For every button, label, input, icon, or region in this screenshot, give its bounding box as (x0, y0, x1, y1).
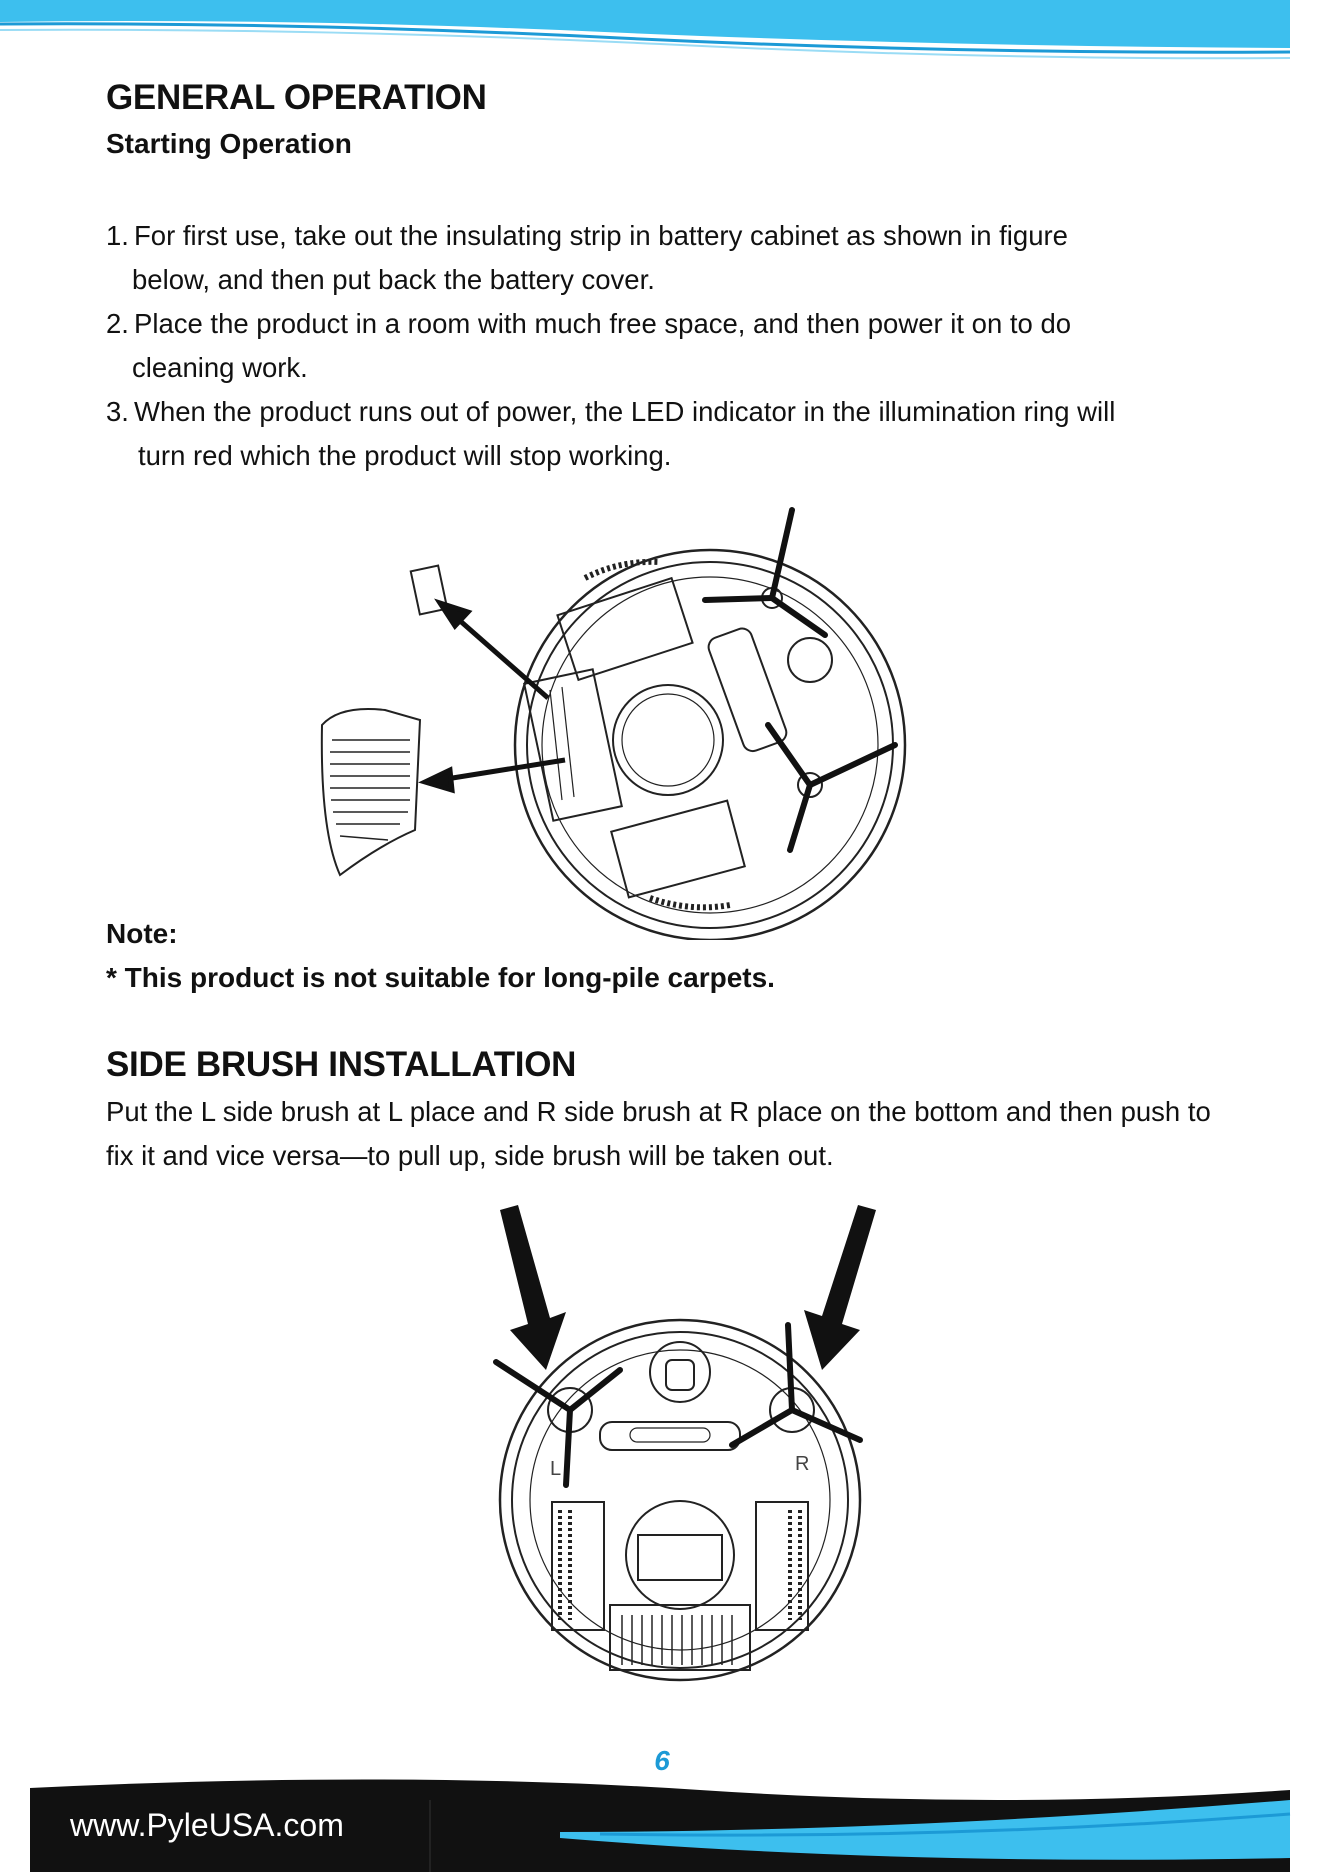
right-brush-label: R (795, 1453, 809, 1475)
step-number: 3. (106, 396, 129, 427)
left-brush-label: L (550, 1458, 561, 1480)
footer-website[interactable]: www.PyleUSA.com (70, 1807, 344, 1843)
step-text-line: When the product runs out of power, the … (134, 396, 1116, 427)
header-band (0, 0, 1291, 60)
battery-removal-illustration (320, 507, 907, 940)
side-brush-instructions: Put the L side brush at L place and R si… (106, 1096, 1211, 1171)
step-text-line: below, and then put back the battery cov… (132, 264, 655, 295)
section-title-side-brush-installation: SIDE BRUSH INSTALLATION (106, 1045, 577, 1084)
step-text-line: For first use, take out the insulating s… (134, 220, 1068, 251)
subsection-title-starting-operation: Starting Operation (106, 128, 352, 159)
step-text-line: turn red which the product will stop wor… (138, 440, 672, 471)
section-title-general-operation: GENERAL OPERATION (106, 78, 487, 117)
footer-band (30, 1779, 1291, 1872)
page-number: 6 (654, 1745, 670, 1776)
step-text-line: Place the product in a room with much fr… (134, 308, 1072, 339)
step-3: 3.When the product runs out of power, th… (106, 390, 1115, 478)
step-number: 2. (106, 308, 129, 339)
step-text-line: cleaning work. (132, 352, 308, 383)
step-1: 1.For first use, take out the insulating… (106, 214, 1068, 302)
note-label: Note: (106, 918, 178, 949)
step-number: 1. (106, 220, 129, 251)
side-brush-installation-illustration: L R (493, 1205, 876, 1682)
note-text: * This product is not suitable for long-… (106, 962, 775, 993)
step-2: 2.Place the product in a room with much … (106, 302, 1071, 390)
